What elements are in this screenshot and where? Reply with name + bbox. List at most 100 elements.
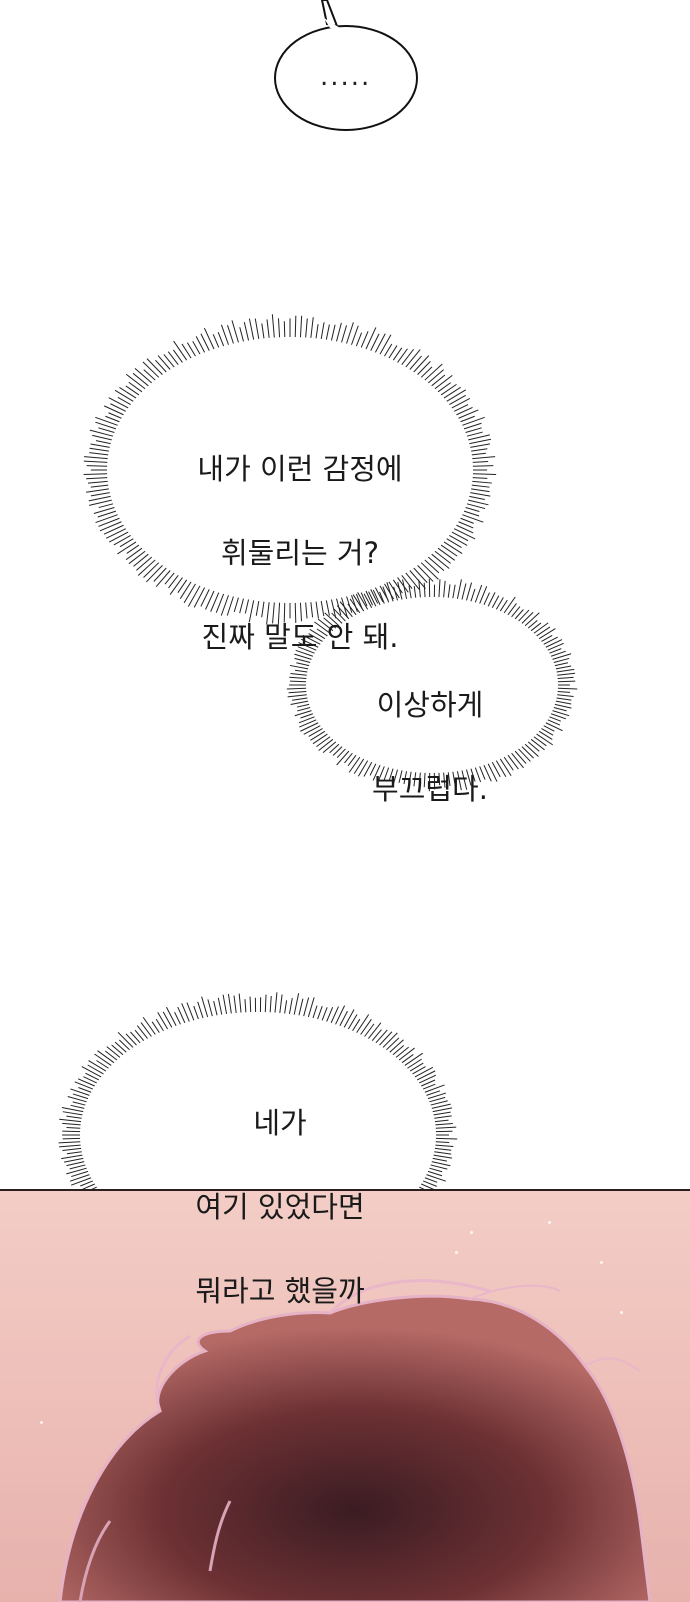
thought-bubble-spike — [539, 731, 552, 739]
thought-line: 내가 이런 감정에 — [150, 448, 450, 490]
thought-bubble-spike — [66, 1116, 81, 1118]
thought-bubble-spike — [147, 359, 163, 375]
thought-bubble-spike — [272, 314, 274, 337]
thought-bubble-spike — [96, 1060, 108, 1068]
thought-bubble-spike — [75, 1082, 93, 1089]
thought-bubble-spike — [425, 364, 442, 380]
thought-bubble-spike — [109, 398, 128, 408]
thought-line: 여기 있었다면 — [130, 1186, 430, 1228]
thought-bubble-spike — [316, 324, 318, 338]
thought-bubble-spike — [539, 629, 555, 639]
thought-bubble-spike — [558, 677, 574, 678]
thought-bubble-spike — [267, 319, 269, 337]
thought-bubble-spike — [473, 462, 488, 463]
thought-bubble-spike — [549, 717, 560, 721]
thought-bubble-spike — [399, 1048, 415, 1060]
thought-bubble-spike — [94, 1054, 111, 1065]
thought-bubble-spike — [228, 994, 231, 1013]
thought-bubble-spike — [84, 474, 107, 475]
thought-bubble-spike — [104, 406, 123, 415]
thought-bubble-spike — [344, 1010, 354, 1028]
thought-bubble-spike — [106, 529, 126, 539]
thought-bubble-spike — [472, 481, 492, 483]
thought-bubble-spike — [435, 1145, 453, 1146]
thought-bubble-spike — [557, 673, 575, 675]
thought-bubble-spike — [414, 356, 429, 372]
thought-bubble-spike — [386, 1038, 398, 1050]
thought-bubble-spike — [198, 1002, 203, 1018]
thought-bubble-spike — [327, 1007, 333, 1021]
thought-bubble-spike — [556, 701, 571, 704]
thought-bubble-spike — [544, 637, 558, 644]
thought-bubble-spike — [447, 390, 466, 402]
thought-bubble-spike — [469, 496, 484, 499]
thought-bubble-spike — [452, 398, 470, 407]
thought-bubble-spike — [104, 525, 124, 534]
thought-bubble-spike — [361, 1019, 372, 1034]
thought-bubble-spike — [88, 481, 108, 483]
thought-bubble-spike — [534, 737, 546, 746]
thought-bubble-spike — [558, 681, 575, 682]
thought-line: 부끄럽다. — [330, 768, 530, 810]
thought-bubble-spike — [249, 319, 253, 340]
thought-bubble-spike — [410, 356, 422, 370]
thought-bubble-spike — [522, 612, 533, 623]
thought-bubble-spike — [441, 384, 456, 395]
thought-bubble-spike — [62, 1107, 83, 1111]
thought-bubble-spike — [306, 318, 308, 337]
thought-bubble-spike — [108, 413, 121, 418]
thought-bubble-spike — [129, 382, 142, 392]
thought-bubble-spike — [331, 325, 335, 341]
thought-bubble-spike — [255, 319, 259, 339]
thought-bubble-spike — [275, 992, 277, 1012]
thought-bubble-spike — [221, 325, 228, 345]
thought-bubble-spike — [504, 597, 515, 613]
thought-bubble-spike — [158, 356, 170, 370]
thought-bubble-spike — [434, 1112, 451, 1115]
thought-bubble-spike — [297, 708, 310, 711]
thought-bubble-spike — [89, 453, 108, 455]
thought-bubble-spike — [62, 1148, 81, 1150]
speech-bubble-text: ..... — [320, 62, 371, 92]
thought-bubble-spike — [126, 1034, 137, 1045]
thought-bubble-spike — [555, 663, 568, 666]
thought-bubble-spike — [471, 449, 487, 451]
thought-bubble-spike — [213, 334, 219, 347]
thought-bubble-spike — [112, 1045, 123, 1055]
thought-bubble-spike — [107, 1047, 120, 1058]
thought-bubble-spike — [484, 593, 490, 605]
thought-bubble-spike — [91, 485, 108, 487]
thought-bubble-spike — [466, 507, 480, 511]
thought-bubble-spike — [429, 1097, 445, 1101]
thought-bubble-spike — [468, 435, 490, 440]
thought-bubble-spike — [444, 387, 461, 398]
thought-bubble-spike — [471, 589, 475, 601]
thought-bubble-spike — [64, 1158, 83, 1162]
thought-bubble-spike — [468, 500, 488, 505]
thought-bubble-spike — [294, 993, 298, 1014]
thought-bubble-spike — [390, 1040, 404, 1053]
thought-bubble-spike — [438, 383, 451, 392]
thought-bubble-spike — [62, 1123, 80, 1125]
thought-bubble-spike — [245, 999, 246, 1012]
thought-bubble-spike — [436, 1138, 457, 1139]
thought-bubble-spike — [464, 511, 479, 516]
thought-bubble-spike — [342, 325, 347, 342]
thought-bubble-spike — [133, 554, 148, 566]
thought-bubble-spike — [87, 466, 107, 467]
thought-bubble-spike — [470, 444, 490, 447]
thought-bubble-spike — [174, 341, 187, 360]
thought-bubble-spike — [227, 325, 233, 343]
thought-bubble-spike — [143, 362, 159, 377]
thought-bubble-spike — [105, 416, 119, 421]
thought-bubble-spike — [310, 731, 324, 740]
thought-bubble-spike — [467, 432, 483, 436]
thought-bubble-spike — [89, 1061, 106, 1072]
thought-bubble-spike — [96, 515, 118, 523]
thought-bubble-spike — [466, 428, 482, 433]
thought-bubble-spike — [432, 375, 445, 386]
thought-bubble-spike — [449, 395, 465, 404]
thought-bubble-spike — [466, 583, 471, 601]
thought-bubble-spike — [357, 1014, 369, 1032]
thought-bubble-spike — [554, 708, 567, 711]
